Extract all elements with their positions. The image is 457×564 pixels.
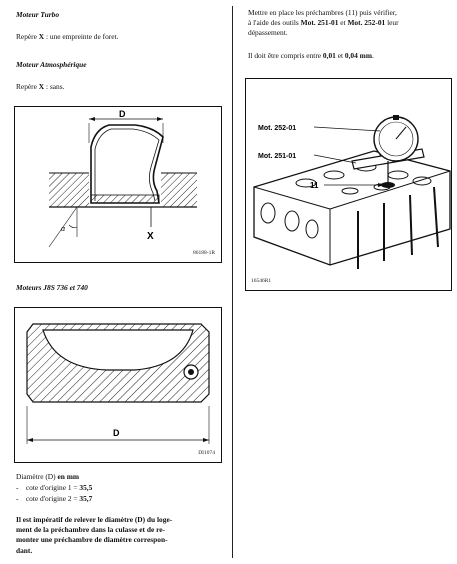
column-divider bbox=[232, 6, 233, 558]
fig1-ref: 86188-1R bbox=[193, 250, 215, 257]
warning-line: Il est impératif de relever le diamètre … bbox=[16, 515, 173, 524]
range-line: Il doit être compris entre 0,01 et 0,04 … bbox=[248, 51, 374, 61]
prechamber-diameter-drawing: D bbox=[26, 323, 210, 444]
bullet-text: cote d'origine 1 = bbox=[25, 483, 80, 492]
range-min: 0,01 bbox=[322, 51, 336, 60]
turbo-text-x: X bbox=[38, 32, 45, 41]
diameter-line: Diamètre (D) en mm bbox=[16, 472, 79, 482]
fig2-ref: DI1074 bbox=[198, 450, 215, 457]
fig3-label-tool2: Mot. 252-01 bbox=[258, 125, 296, 132]
bullet-dash: - bbox=[16, 483, 19, 492]
figure-dial-gauge-setup: Mot. 252-01 Mot. 251-01 11 16546R1 bbox=[245, 78, 452, 291]
bullet-1: - cote d'origine 1 = 35,5 bbox=[16, 483, 92, 493]
tool1-ref: Mot. 251-01 bbox=[300, 18, 339, 28]
warning-line: ment de la préchambre dans la culasse et… bbox=[16, 525, 165, 535]
intro-line-1: Mettre en place les préchambres (11) pui… bbox=[248, 8, 397, 17]
range-and: et bbox=[335, 51, 345, 60]
dial-gauge-drawing: Mot. 252-01 Mot. 251-01 11 bbox=[253, 115, 451, 269]
turbo-text-suffix: : une empreinte de foret. bbox=[44, 32, 119, 41]
turbo-heading: Moteur Turbo bbox=[16, 10, 60, 19]
fig2-label-d: D bbox=[113, 428, 120, 438]
figure-prechamber-diameter: D DI1074 bbox=[14, 307, 222, 463]
intro-paragraph: Mettre en place les préchambres (11) pui… bbox=[248, 8, 452, 39]
bullet-2: - cote d'origine 2 = 35,7 bbox=[16, 494, 92, 504]
bullet-value: 35,7 bbox=[79, 494, 93, 503]
intro-line-3: dépassement. bbox=[248, 28, 288, 38]
bullet-text: cote d'origine 2 = bbox=[25, 494, 80, 503]
range-suffix: . bbox=[371, 51, 374, 60]
diameter-prefix: Diamètre (D) bbox=[16, 472, 58, 481]
fig1-label-x: X bbox=[147, 231, 154, 242]
figure-prechamber-section: D X α 86188-1R bbox=[14, 106, 222, 263]
bullet-value: 35,5 bbox=[79, 483, 93, 492]
prechamber-section-drawing: D X α bbox=[48, 109, 197, 248]
fig1-label-d: D bbox=[119, 109, 126, 119]
intro-line-2-suffix: leur bbox=[385, 18, 399, 28]
atmo-text-suffix: : sans. bbox=[44, 82, 65, 91]
range-max: 0,04 mm bbox=[344, 51, 372, 60]
intro-line-2: à l'aide des outils Mot. 251-01 et Mot. … bbox=[248, 18, 452, 28]
fig3-label-11: 11 bbox=[310, 181, 319, 190]
warning-line: monter une préchambre de diamètre corres… bbox=[16, 535, 168, 545]
atmo-text-x: X bbox=[38, 82, 45, 91]
warning-line: dant. bbox=[16, 545, 33, 555]
atmo-heading: Moteur Atmosphérique bbox=[16, 60, 87, 69]
atmo-text-prefix: Repère bbox=[16, 82, 39, 91]
fig3-ref: 16546R1 bbox=[251, 278, 272, 285]
intro-line-2-prefix: à l'aide des outils bbox=[248, 18, 301, 28]
warning-paragraph: Il est impératif de relever le diamètre … bbox=[16, 515, 228, 556]
range-prefix: Il doit être compris entre bbox=[248, 51, 323, 60]
fig1-label-alpha: α bbox=[61, 226, 66, 233]
j8s-heading: Moteurs J8S 736 et 740 bbox=[16, 283, 88, 292]
fig3-label-tool1: Mot. 251-01 bbox=[258, 153, 296, 160]
bullet-dash: - bbox=[16, 494, 19, 503]
turbo-text: Repère X : une empreinte de foret. bbox=[16, 32, 118, 42]
intro-and: et bbox=[338, 18, 348, 28]
atmo-text: Repère X : sans. bbox=[16, 82, 64, 92]
diameter-unit: en mm bbox=[57, 472, 80, 481]
tool2-ref: Mot. 252-01 bbox=[347, 18, 386, 28]
turbo-text-prefix: Repère bbox=[16, 32, 39, 41]
